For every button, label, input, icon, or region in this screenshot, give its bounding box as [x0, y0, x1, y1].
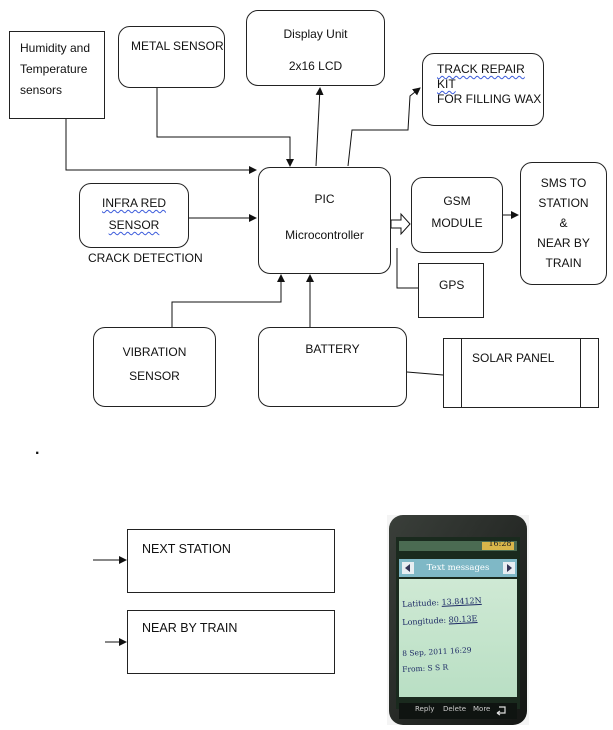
pic-label: PIC	[314, 192, 335, 206]
sms-label-1: SMS TO	[540, 176, 587, 190]
metal-sensor-label: METAL SENSOR	[131, 39, 224, 53]
near-train-label: NEAR BY TRAIN	[142, 621, 238, 635]
pic-to-gps-line	[396, 248, 418, 289]
solar-panel-divider-right	[580, 339, 581, 407]
vibration-label-2: SENSOR	[129, 369, 180, 383]
metal-to-pic-line	[156, 87, 294, 167]
sms-block: SMS TO STATION & NEAR BY TRAIN	[520, 162, 607, 285]
phone-photo: 16:28 Text messages Latitude: 13.8412N L…	[387, 515, 529, 725]
softkey-more: More	[473, 705, 491, 713]
sms-label-3: &	[559, 216, 568, 230]
gsm-module-block: GSM MODULE	[411, 177, 503, 253]
battery-label: BATTERY	[305, 342, 360, 356]
humidity-label-3: sensors	[20, 83, 63, 97]
phone-message-area	[399, 579, 517, 697]
gps-label: GPS	[439, 278, 465, 292]
microcontroller-label: Microcontroller	[285, 228, 364, 242]
track-repair-kit-block: TRACK REPAIR KIT FOR FILLING WAX	[422, 53, 544, 126]
infrared-label-2: SENSOR	[108, 218, 160, 232]
humidity-label-2: Temperature	[20, 62, 88, 76]
humidity-label-1: Humidity and	[20, 41, 91, 55]
vibration-label-1: VIBRATION	[122, 345, 187, 359]
phone-status-bar	[399, 541, 517, 551]
repair-kit-text-1: TRACK REPAIR KIT	[437, 62, 525, 91]
display-unit-label: Display Unit	[283, 27, 348, 41]
latitude-label: Latitude:	[402, 598, 440, 609]
battery-to-solar-line	[406, 371, 444, 376]
humidity-to-pic-line	[65, 118, 257, 174]
infrared-sensor-block: INFRA RED SENSOR	[79, 183, 189, 248]
display-lcd-label: 2x16 LCD	[288, 59, 343, 73]
battery-block: BATTERY	[258, 327, 407, 407]
next-station-label: NEXT STATION	[142, 542, 231, 556]
next-station-box: NEXT STATION	[127, 529, 335, 593]
latitude-value: 13.8412N	[441, 595, 482, 607]
crack-detection-caption: CRACK DETECTION	[88, 251, 203, 265]
humidity-sensor-block: Humidity and Temperature sensors	[9, 31, 105, 119]
repair-kit-label-2: FOR FILLING WAX	[437, 92, 542, 106]
phone-header-bar	[399, 559, 517, 577]
longitude-label: Longitude:	[402, 615, 447, 627]
solar-panel-divider-left	[461, 339, 462, 407]
gsm-label-2: MODULE	[431, 216, 483, 230]
pic-to-gsm-arrow	[390, 212, 411, 236]
sms-label-5: TRAIN	[545, 256, 582, 270]
solar-panel-label: SOLAR PANEL	[472, 351, 555, 365]
phone-softkey-bar	[399, 703, 517, 719]
pic-to-repair-kit-line	[347, 87, 421, 167]
sms-label-2: STATION	[538, 196, 589, 210]
pic-to-display-line	[315, 87, 324, 167]
gps-block: GPS	[418, 263, 484, 318]
vibration-to-pic-line	[171, 274, 285, 327]
solar-panel-block: SOLAR PANEL	[443, 338, 599, 408]
phone-clock: 16:28	[488, 539, 512, 548]
vibration-sensor-block: VIBRATION SENSOR	[93, 327, 216, 407]
gsm-label-1: GSM	[443, 194, 471, 208]
phone-header-title: Text messages	[426, 563, 490, 573]
longitude-value: 80.13E	[448, 614, 478, 625]
repair-kit-label-1: TRACK REPAIR KIT	[437, 62, 543, 92]
softkey-reply: Reply	[415, 705, 435, 713]
sms-label-4: NEAR BY	[537, 236, 590, 250]
metal-sensor-block: METAL SENSOR	[118, 26, 225, 88]
dot-mark: .	[35, 441, 40, 458]
infrared-label-1: INFRA RED	[101, 196, 166, 210]
pic-microcontroller-block: PIC Microcontroller	[258, 167, 391, 274]
display-unit-block: Display Unit 2x16 LCD	[246, 10, 385, 86]
near-train-box: NEAR BY TRAIN	[127, 610, 335, 674]
softkey-delete: Delete	[443, 705, 466, 713]
back-icon	[496, 706, 506, 716]
